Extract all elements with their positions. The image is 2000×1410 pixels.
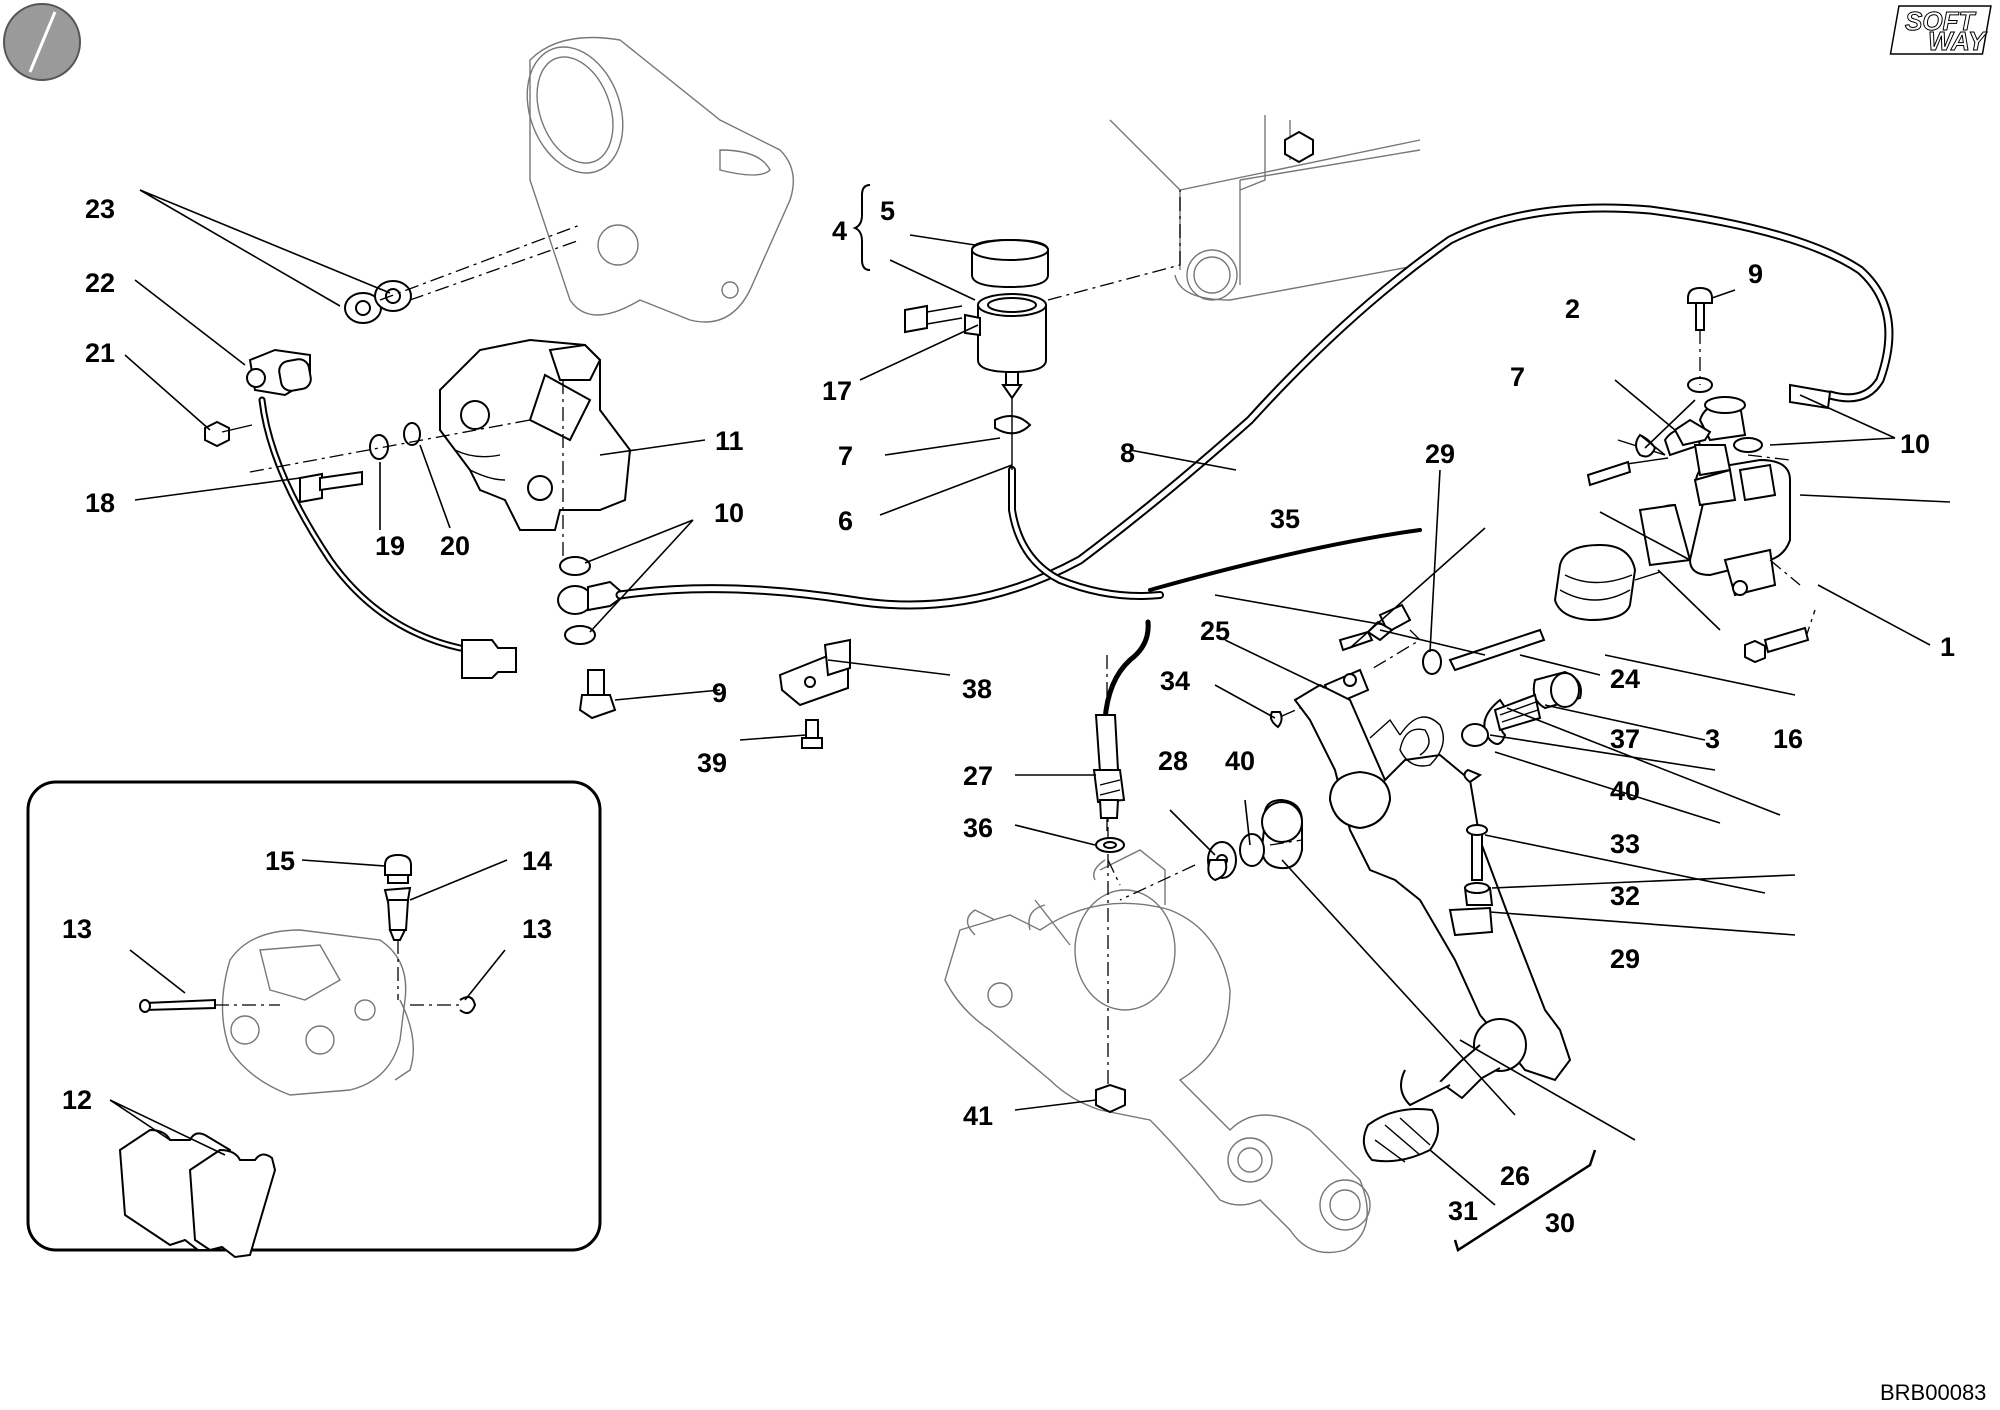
callout-16: 16 — [1773, 724, 1803, 754]
callout-21: 21 — [85, 338, 115, 368]
callout-9-lower: 9 — [712, 678, 727, 708]
leader-lines — [109, 189, 1951, 1206]
callout-9-upper: 9 — [1748, 259, 1763, 289]
logo-line-1: SOFT — [1905, 6, 1976, 36]
callout-11: 11 — [715, 426, 744, 456]
callout-29-upper: 29 — [1425, 439, 1455, 469]
callout-labels: 1 2 3 4 5 6 7 7 8 9 9 10 10 11 12 13 13 … — [62, 194, 1955, 1238]
brace-4 — [852, 184, 871, 271]
brake-hose — [615, 203, 1894, 610]
caliper-fasteners — [204, 224, 581, 560]
hose-clip — [778, 638, 851, 749]
callout-15: 15 — [265, 846, 295, 876]
caliper-banjo-union — [557, 556, 627, 720]
callout-37: 37 — [1610, 724, 1640, 754]
callout-41: 41 — [963, 1101, 993, 1131]
callout-40-left: 40 — [1225, 746, 1255, 776]
callout-26: 26 — [1500, 1161, 1530, 1191]
callout-33: 33 — [1610, 829, 1640, 859]
brake-pad-2 — [188, 1148, 277, 1259]
callout-8: 8 — [1120, 438, 1135, 468]
caliper-inset-panel — [26, 780, 602, 1259]
callout-38: 38 — [962, 674, 992, 704]
caliper-bracket-ghost — [526, 36, 794, 323]
callout-19: 19 — [375, 531, 405, 561]
brake-pedal-assembly — [1207, 670, 1582, 1163]
callout-27: 27 — [963, 761, 993, 791]
footrest-bracket-ghost — [944, 655, 1371, 1254]
callout-7-master: 7 — [1510, 362, 1525, 392]
callout-20: 20 — [440, 531, 470, 561]
callout-1: 1 — [1940, 632, 1955, 662]
callout-29-lower: 29 — [1610, 944, 1640, 974]
brake-fluid-reservoir — [904, 190, 1181, 600]
callout-28: 28 — [1158, 746, 1188, 776]
callout-14: 14 — [522, 846, 552, 876]
speed-sensor — [246, 348, 517, 679]
callout-23: 23 — [85, 194, 115, 224]
brake-light-switch — [1092, 619, 1151, 1114]
corner-badge-icon — [3, 3, 81, 81]
frame-ghost-outline — [1109, 115, 1421, 301]
callout-2: 2 — [1565, 294, 1580, 324]
callout-30: 30 — [1545, 1208, 1575, 1238]
logo-line-2: WAY — [1928, 26, 1988, 56]
callout-32: 32 — [1610, 881, 1640, 911]
callout-5: 5 — [880, 196, 895, 226]
callout-10-left: 10 — [714, 498, 744, 528]
pushrod-assembly — [1269, 603, 1546, 729]
drawing-code: BRB00083 — [1880, 1380, 1986, 1405]
softway-logo: SOFT WAY — [1889, 5, 1992, 57]
callout-13-left: 13 — [62, 914, 92, 944]
callout-40-right: 40 — [1610, 776, 1640, 806]
frame-nut — [1284, 130, 1314, 164]
callout-31: 31 — [1448, 1196, 1478, 1226]
callout-3: 3 — [1705, 724, 1720, 754]
callout-25: 25 — [1200, 616, 1230, 646]
callout-13-right: 13 — [522, 914, 552, 944]
callout-12: 12 — [62, 1085, 92, 1115]
callout-18: 18 — [85, 488, 115, 518]
rear-brake-caliper — [439, 338, 632, 531]
return-line — [1148, 528, 1422, 592]
callout-4: 4 — [832, 216, 847, 246]
callout-17: 17 — [822, 376, 852, 406]
callout-22: 22 — [85, 268, 115, 298]
callout-34: 34 — [1160, 666, 1190, 696]
callout-7-reservoir: 7 — [838, 441, 853, 471]
callout-39: 39 — [697, 748, 727, 778]
callout-24: 24 — [1610, 664, 1640, 694]
callout-10-right: 10 — [1900, 429, 1930, 459]
callout-6: 6 — [838, 506, 853, 536]
callout-36: 36 — [963, 813, 993, 843]
rear-master-cylinder — [1553, 286, 1816, 664]
callout-35: 35 — [1270, 504, 1300, 534]
bracket-30 — [1453, 1149, 1597, 1252]
